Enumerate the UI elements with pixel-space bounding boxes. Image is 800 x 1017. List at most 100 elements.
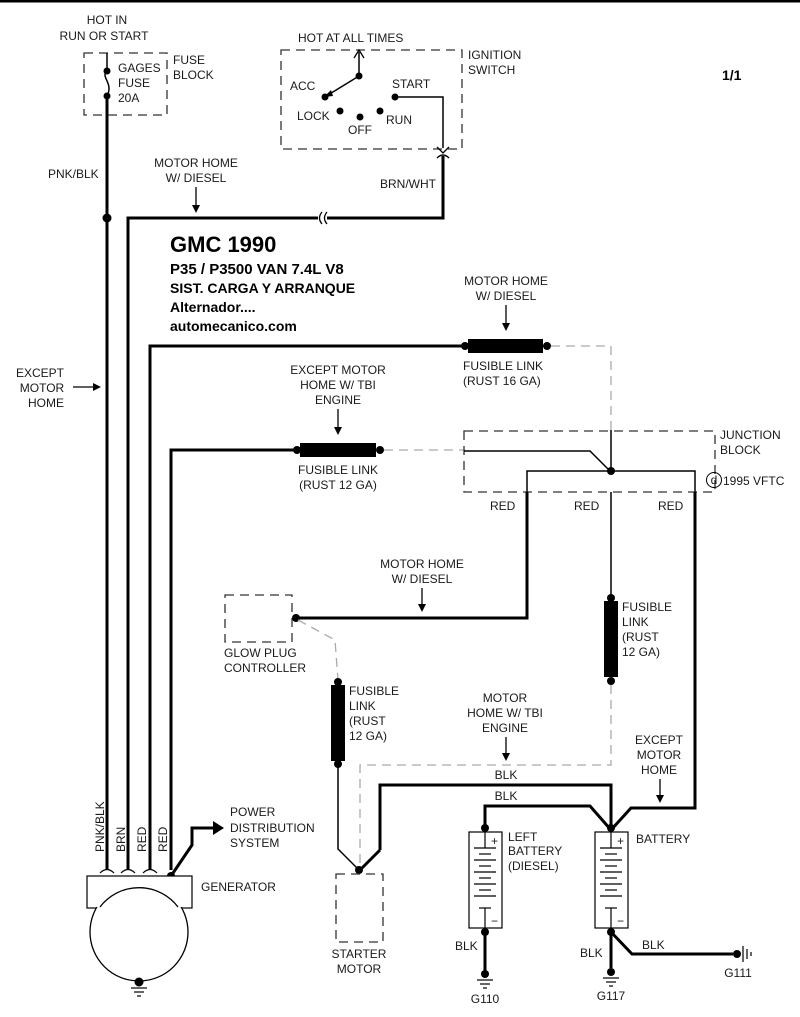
fl12vr-end-top [607,594,615,602]
glow-plug-label-1: GLOW PLUG [224,646,297,660]
position-start: START [392,77,431,91]
glow-dashed-wire [297,619,339,681]
note-mh-diesel-fl16-arrowhead [502,323,510,331]
note-except-mh-right-2: MOTOR [637,748,682,762]
battery-label: BATTERY [636,832,690,846]
note-except-mh-tbi-3: ENGINE [315,393,361,407]
note-except-mh-left-3: HOME [28,396,64,410]
left-battery-cells-icon [474,832,496,928]
g111-ground-wire [609,930,733,956]
battery-minus: − [617,914,624,928]
ignition-switch-arm [327,75,360,96]
junction-block-box [463,430,716,493]
ignition-switch: HOT AT ALL TIMES IGNITION SWITCH ACC LOC… [280,31,521,159]
fl12h-label-2: (RUST 12 GA) [299,478,377,492]
fl12vl-wire-to-starter [337,764,360,871]
note-mh-tbi-2: HOME W/ TBI [467,706,543,720]
jb-red-left-wire [293,492,529,620]
fuse-block: HOT IN RUN OR START GAGES FUSE 20A FUSE … [60,13,214,116]
note-mh-diesel-glow-1: MOTOR HOME [380,557,464,571]
ignition-supply-label: HOT AT ALL TIMES [298,31,403,45]
gen-wire-label-pnk-blk: PNK/BLK [93,801,107,852]
jb-ref-circle [706,472,722,488]
junction-block-label-2: BLOCK [720,443,761,457]
fuse-supply-label: HOT IN [87,13,127,27]
red-wire-1 [148,344,463,870]
gen-connector-icons [99,868,158,874]
glow-plug-box [224,594,293,643]
fl12vr-end-bottom [607,677,615,685]
left-battery-positive-terminal [481,824,489,832]
ignition-switch-label-2: SWITCH [468,63,515,77]
fuse-block-box [83,52,168,116]
title-make-year: GMC 1990 [170,232,276,257]
jb-red-right-label: RED [658,499,684,513]
pnk-blk-label: PNK/BLK [48,167,99,181]
position-acc: ACC [290,79,316,93]
starter-motor-box [335,873,384,943]
note-mh-tbi-3: ENGINE [482,721,528,735]
note-except-mh-left-2: MOTOR [20,381,65,395]
gen-wire-label-red-1: RED [135,826,149,852]
brn-wht-label: BRN/WHT [380,177,437,191]
fl16-end-right [543,342,551,350]
generator-label: GENERATOR [201,880,276,894]
note-mh-tbi-arrowhead [502,753,510,761]
title-subsystem: Alternador.... [170,299,256,315]
ignition-connector-icon [436,146,450,159]
power-dist-arrowhead [213,821,224,835]
fuse-block-label-2: BLOCK [173,68,214,82]
fl12vl-end-top [334,678,342,686]
starter-label-1: STARTER [332,947,387,961]
note-except-mh-tbi-1: EXCEPT MOTOR [290,363,386,377]
fl12vl-label-2: LINK [349,699,376,713]
jb-internal-bus [526,470,696,492]
page-number: 1/1 [722,67,742,83]
fusible-link-12ga-horizontal: FUSIBLE LINK (RUST 12 GA) [293,443,384,492]
red-wire-2 [169,448,296,870]
contact-acc [321,93,329,101]
generator: PNK/BLK BRN RED RED GENERATOR [86,801,276,997]
gen-body-top-arc [99,887,179,908]
ignition-switch-box [280,49,463,150]
fl12vr-label-2: LINK [622,615,649,629]
contact-run [376,107,384,115]
note-except-mh-left-1: EXCEPT [16,366,65,380]
contact-lock [336,107,344,115]
start-output-wire [395,96,444,148]
jb-ref-text: 1995 VFTC [723,474,785,488]
title-system: SIST. CARGA Y ARRANQUE [170,280,355,296]
note-mh-diesel-top-1: MOTOR HOME [154,156,238,170]
fusible-link-12ga-vertical-left: FUSIBLE LINK (RUST 12 GA) [331,678,399,768]
left-battery-plus: + [491,834,498,848]
fl16-body [468,339,543,353]
inline-connector-icon [318,211,328,225]
ground-g117-label: G117 [597,989,626,1003]
gen-wire-label-brn: BRN [114,827,128,852]
fl12vr-body [604,601,618,677]
battery-plus: + [617,834,624,848]
blk-upper-to-starter [358,848,382,872]
contact-off [356,113,364,121]
fuse-label-1: GAGES [118,61,161,75]
battery-cells-icon [600,832,622,928]
left-battery: + − LEFT BATTERY (DIESEL) [468,824,562,936]
g111-wire-label: BLK [642,938,665,952]
ground-g117-icon [603,968,619,987]
fuse-label-3: 20A [118,91,139,105]
jb-red-mid-label: RED [574,499,600,513]
title-block: GMC 1990 P35 / P3500 VAN 7.4L V8 SIST. C… [170,232,355,334]
fl16-label-1: FUSIBLE LINK [463,359,543,373]
jb-red-left-label: RED [490,499,516,513]
fuse-label-2: FUSE [118,76,150,90]
fl12h-end-right [376,446,384,454]
blk-upper-wire [378,783,613,850]
fl12vl-body [331,685,345,761]
power-dist-label-2: DISTRIBUTION [230,821,315,835]
glow-plug-controller: GLOW PLUG CONTROLLER [224,594,306,675]
note-mh-diesel-glow-arrowhead [418,604,426,612]
glow-plug-label-2: CONTROLLER [224,661,306,675]
fuse-supply-label-2: RUN OR START [60,29,150,43]
gen-wire-label-red-2: RED [156,826,170,852]
fl12vr-label-3: (RUST [622,630,659,644]
